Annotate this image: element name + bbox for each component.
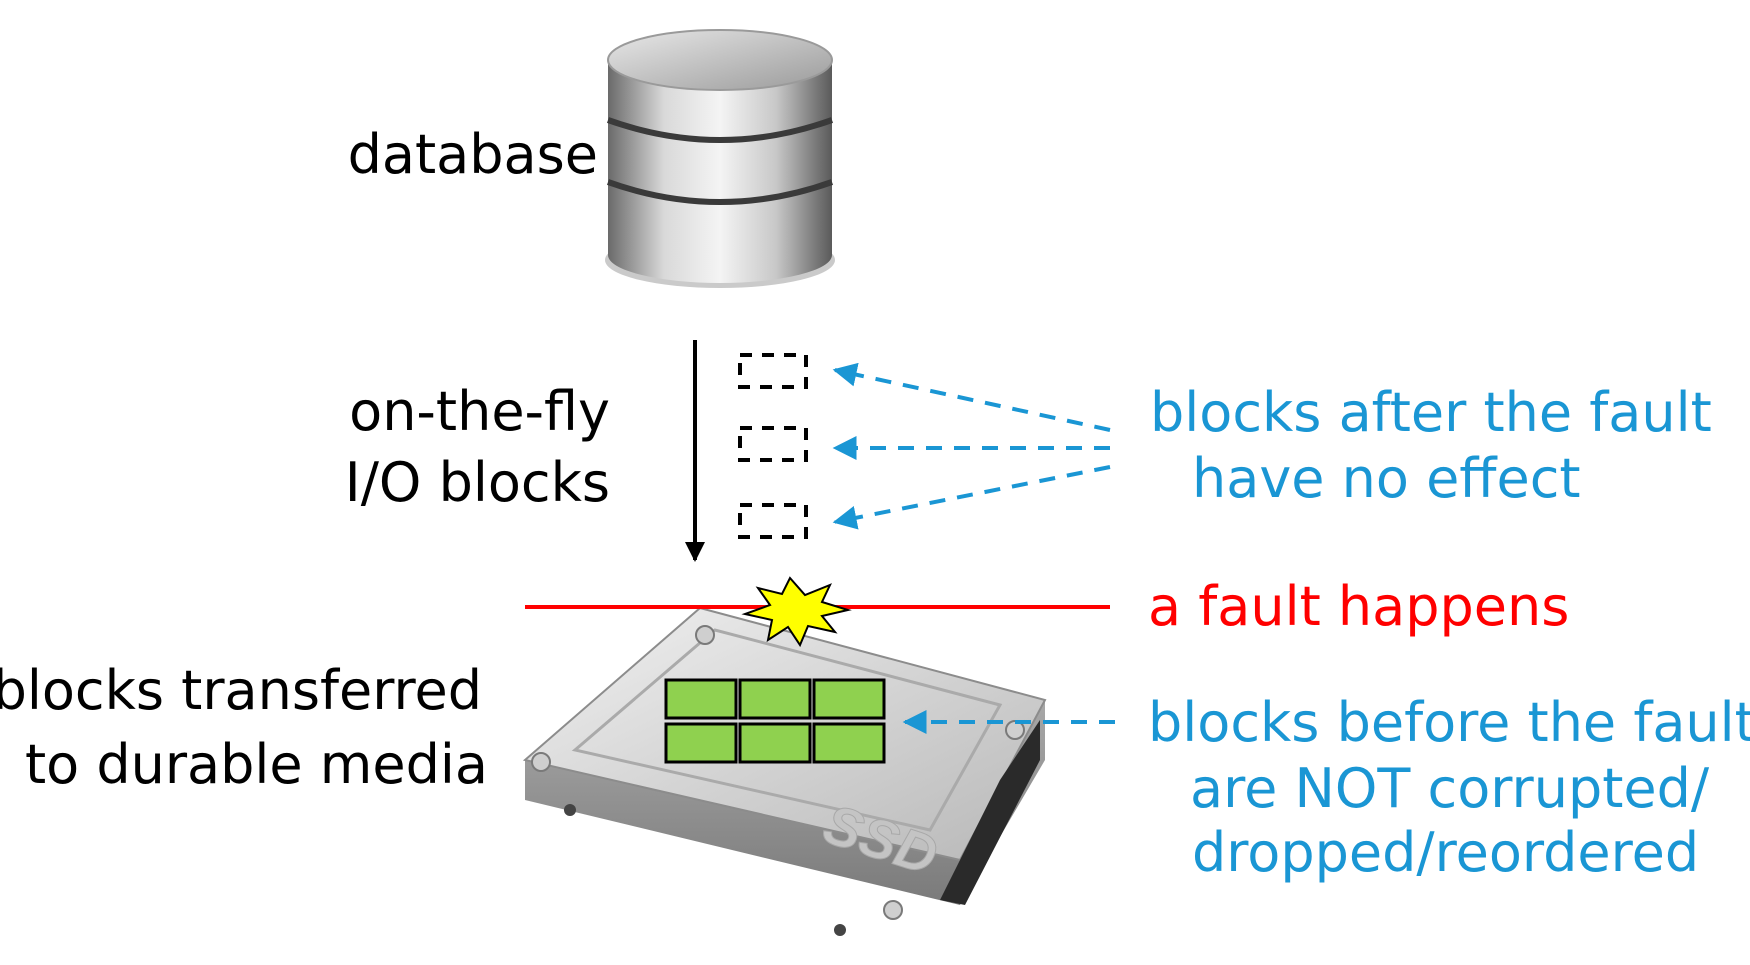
after-fault-pointers (832, 362, 1111, 530)
database-label: database (347, 123, 598, 186)
pending-block (738, 426, 808, 462)
persisted-block (812, 678, 886, 720)
fault-label: a fault happens (1148, 575, 1570, 638)
persisted-block (664, 722, 738, 764)
on-the-fly-label-line2: I/O blocks (344, 451, 610, 514)
pointer-arrow (832, 362, 1111, 432)
transferred-label-line1: blocks transferred (0, 659, 482, 722)
before-fault-label-line2: are NOT corrupted/ (1190, 757, 1710, 820)
pointer-arrow (832, 465, 1111, 530)
ssd-drive-icon (522, 606, 1047, 936)
database-cylinder-icon (605, 29, 835, 288)
on-the-fly-blocks (738, 353, 808, 539)
before-fault-label-line3: dropped/reordered (1192, 821, 1700, 884)
on-the-fly-label-line1: on-the-fly (349, 380, 610, 443)
persisted-block (664, 678, 738, 720)
pending-block (738, 503, 808, 539)
persisted-block (738, 678, 812, 720)
persisted-block (738, 722, 812, 764)
before-fault-label-line1: blocks before the fault (1148, 691, 1750, 754)
persisted-block (812, 722, 886, 764)
persisted-blocks (664, 678, 886, 764)
transferred-label-line2: to durable media (24, 733, 488, 796)
after-fault-label-line2: have no effect (1192, 447, 1581, 510)
explosion-burst-icon (741, 576, 852, 648)
pending-block (738, 353, 808, 389)
after-fault-label-line1: blocks after the fault (1150, 381, 1712, 444)
